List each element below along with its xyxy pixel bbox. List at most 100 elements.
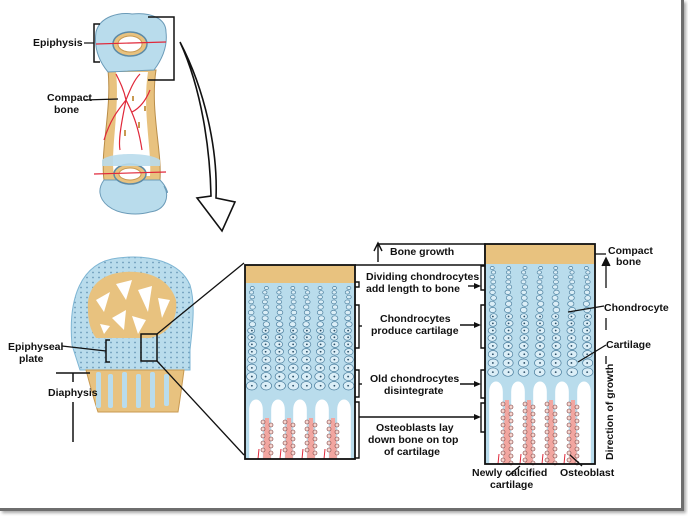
cell-nucleus xyxy=(319,336,322,339)
capillary xyxy=(519,453,522,465)
cell-nucleus xyxy=(554,315,557,318)
cell-nucleus xyxy=(250,350,253,353)
chondrocyte-cell xyxy=(247,309,255,316)
chondrocyte-cell xyxy=(488,300,496,307)
bone-end-marrow-spaces xyxy=(96,280,170,334)
chondrocyte-cell xyxy=(506,266,512,270)
chondrocyte-cell xyxy=(584,266,589,270)
osteoblast-cell xyxy=(290,450,296,456)
chondrocyte-cell xyxy=(553,289,560,295)
osteoblast-cell xyxy=(500,436,506,442)
cell-nucleus xyxy=(570,371,573,373)
osteoblast-cell xyxy=(522,415,528,421)
osteoblast-cell xyxy=(530,439,536,445)
cell-nucleus xyxy=(491,322,494,325)
capillary xyxy=(257,448,260,460)
cell-nucleus xyxy=(570,329,573,332)
cell-nucleus xyxy=(292,350,295,353)
osteoblast-cell xyxy=(566,422,572,428)
chondrocyte-cell xyxy=(584,295,592,301)
osteoblast-cell xyxy=(522,422,528,428)
osteoblast-cell xyxy=(566,429,572,435)
cell-nucleus xyxy=(264,384,267,387)
chondrocyte-cell xyxy=(289,321,297,328)
magnify-bracket xyxy=(148,16,175,81)
capillary xyxy=(541,453,544,465)
osteoblast-cell xyxy=(522,408,528,414)
osteoblast-cell xyxy=(334,436,340,442)
cell-nucleus xyxy=(554,371,557,373)
label-osteo-3: of cartilage xyxy=(384,446,440,458)
cell-nucleus xyxy=(586,345,589,347)
label-cartilage: Cartilage xyxy=(606,339,651,351)
chondrocyte-cell xyxy=(303,315,311,321)
chondrocyte-cell xyxy=(303,294,309,300)
cell-nucleus xyxy=(554,362,557,364)
chondrocyte-cell xyxy=(261,315,269,321)
chondrocyte-cell xyxy=(318,299,324,305)
osteoblast-cell xyxy=(574,425,580,431)
chondrocyte-cell xyxy=(248,321,257,328)
chondrocyte-cell xyxy=(304,299,311,305)
cartilage-cavity xyxy=(293,399,307,459)
chondrocyte-cell xyxy=(276,309,284,316)
chondrocyte-cell xyxy=(345,304,352,310)
osteoblast-cell xyxy=(326,433,332,439)
osteoblast-cell xyxy=(290,422,296,428)
label-compact-bone-1: Compact xyxy=(47,92,92,104)
chondrocyte-cell xyxy=(318,290,324,295)
osteoblast-cell xyxy=(500,422,506,428)
label-osteo-1: Osteoblasts lay xyxy=(376,422,454,434)
cell-nucleus xyxy=(491,345,494,347)
cell-nucleus xyxy=(333,329,336,332)
osteoblast-cell xyxy=(544,429,550,435)
cell-nucleus xyxy=(305,358,308,361)
osteoblast-cell xyxy=(544,401,550,407)
label-dividing-1: Dividing chondrocytes xyxy=(366,271,479,283)
label-right-compact-1: Compact xyxy=(608,245,653,257)
chondrocyte-cell xyxy=(289,315,297,321)
cell-nucleus xyxy=(319,375,322,378)
osteoblast-cell xyxy=(334,422,340,428)
osteoblast-cell xyxy=(566,443,572,449)
cell-nucleus xyxy=(292,375,295,378)
chondrocyte-cell xyxy=(522,284,529,290)
chondrocyte-cell xyxy=(490,279,497,285)
cell-nucleus xyxy=(305,336,308,339)
osteoblast-cell xyxy=(522,401,528,407)
cartilage-cavity xyxy=(555,381,569,464)
cell-nucleus xyxy=(305,375,308,378)
osteoblast-cell xyxy=(304,433,310,439)
cell-nucleus xyxy=(554,329,557,332)
cell-nucleus xyxy=(347,358,350,361)
osteoblast-cell xyxy=(326,440,332,446)
capillary xyxy=(279,448,282,460)
osteoblast-cell xyxy=(334,443,340,449)
osteoblast-cell xyxy=(566,436,572,442)
chondrocyte-cell xyxy=(344,290,350,295)
cell-nucleus xyxy=(319,366,322,369)
osteoblast-cell xyxy=(304,447,310,453)
osteoblast-cell xyxy=(282,419,288,425)
cell-nucleus xyxy=(278,336,281,339)
chondrocyte-cell xyxy=(519,307,528,314)
osteoblast-cell xyxy=(304,426,310,432)
chondrocyte-cell xyxy=(584,279,591,285)
osteoblast-cell xyxy=(326,447,332,453)
osteoblast-cell xyxy=(312,443,318,449)
osteoblast-cell xyxy=(334,450,340,456)
chondrocyte-cell xyxy=(275,315,282,321)
osteoblast-cell xyxy=(574,411,580,417)
osteoblast-cell xyxy=(544,457,550,463)
osteoblast-cell xyxy=(574,432,580,438)
chondrocyte-cell xyxy=(489,284,496,290)
label-diaphysis: Diaphysis xyxy=(48,387,98,399)
capillary xyxy=(497,453,500,465)
chondrocyte-cell xyxy=(316,309,324,316)
chondrocyte-cell xyxy=(583,284,590,290)
osteoblast-cell xyxy=(522,457,528,463)
cell-nucleus xyxy=(554,345,557,347)
chondrocyte-cell xyxy=(553,266,559,270)
cell-nucleus xyxy=(523,322,526,325)
chondrocyte-cell xyxy=(249,294,255,300)
